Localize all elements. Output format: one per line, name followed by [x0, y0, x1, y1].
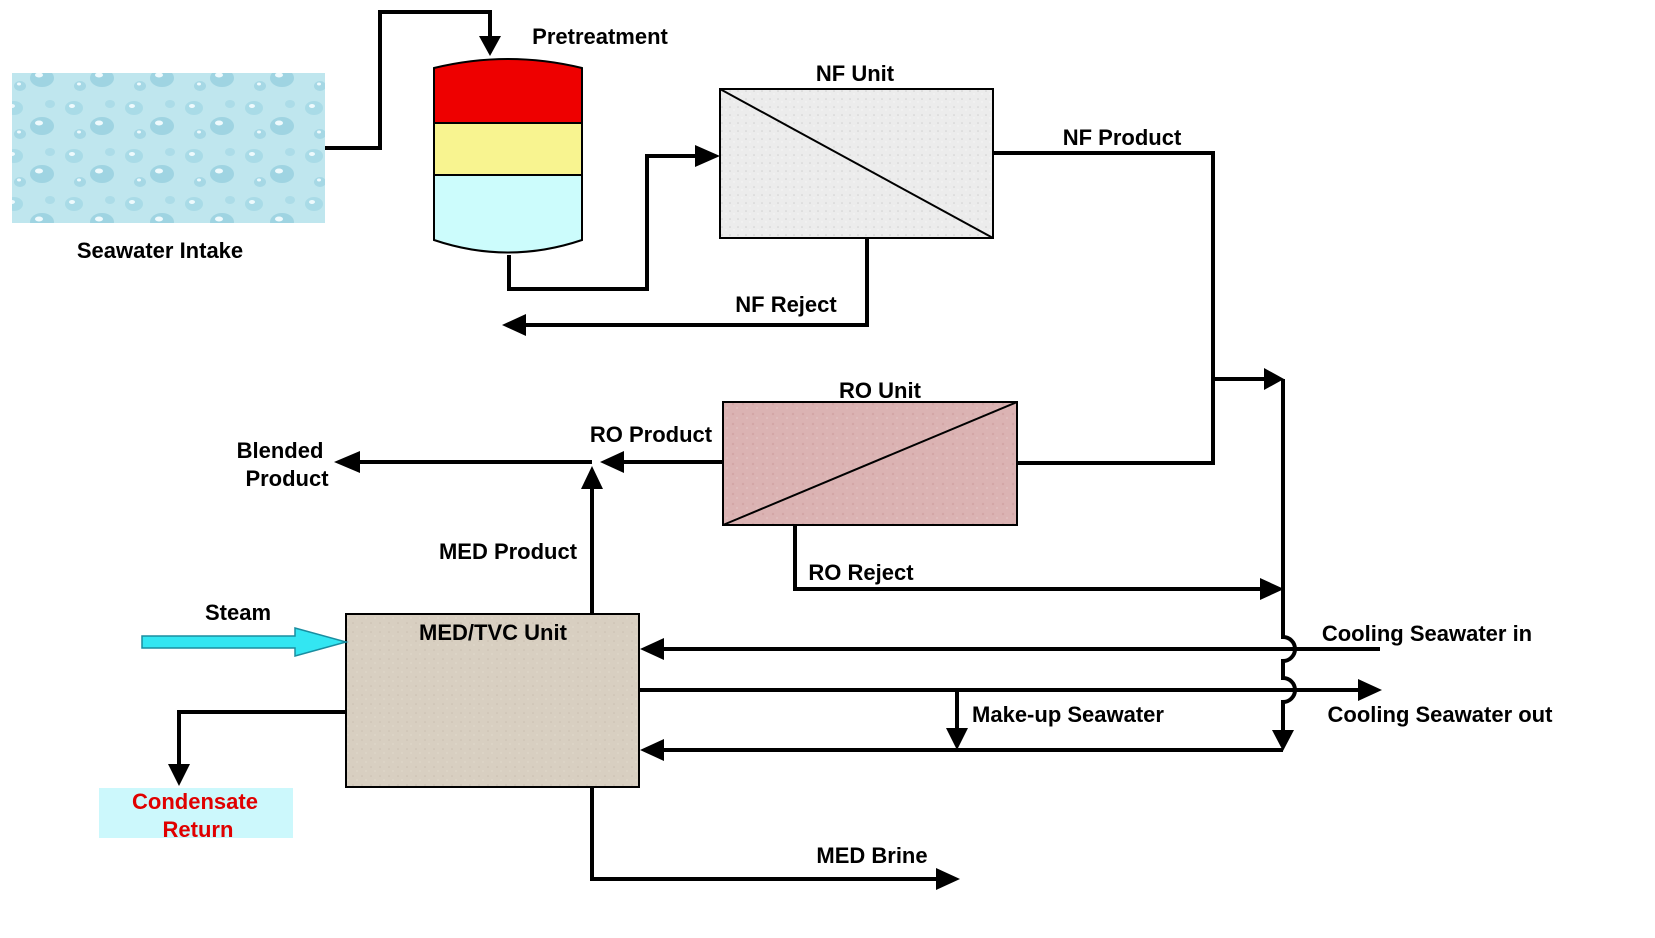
pretreatment-middle-layer [434, 123, 582, 175]
steam-arrow [142, 628, 346, 656]
cooling-seawater-out-arrow [1358, 679, 1382, 701]
pretreatment-vessel [434, 59, 582, 253]
nf-product-label: NF Product [1063, 125, 1182, 150]
pretreatment-top-layer [434, 59, 582, 123]
blended-product-arrow [334, 451, 360, 473]
med-brine-label: MED Brine [816, 843, 927, 868]
pretreatment-bottom-layer [434, 175, 582, 253]
med-tvc-unit-label: MED/TVC Unit [419, 620, 568, 645]
condensate-return-label-1: Condensate [132, 789, 258, 814]
nf-inlet-arrow [695, 145, 720, 167]
makeup-return-arrow [640, 739, 664, 761]
nf-reject-label: NF Reject [735, 292, 837, 317]
cooling-header-line [1283, 379, 1295, 732]
cooling-seawater-in-arrow [640, 638, 664, 660]
makeup-seawater-label: Make-up Seawater [972, 702, 1164, 727]
med-product-label: MED Product [439, 539, 578, 564]
cooling-seawater-out-label: Cooling Seawater out [1328, 702, 1554, 727]
med-product-arrow [581, 466, 603, 489]
nf-product-line [993, 153, 1213, 463]
cooling-header-arrow [1272, 730, 1294, 751]
nf-reject-arrow [502, 314, 526, 336]
blended-product-label-1: Blended [237, 438, 324, 463]
pretreatment-label: Pretreatment [532, 24, 668, 49]
steam-label: Steam [205, 600, 271, 625]
med-brine-arrow [936, 868, 960, 890]
seawater-intake-label: Seawater Intake [77, 238, 243, 263]
cooling-seawater-in-label: Cooling Seawater in [1322, 621, 1532, 646]
nf-unit-label: NF Unit [816, 61, 895, 86]
condensate-return-label-2: Return [163, 817, 234, 842]
ro-reject-arrow [1260, 578, 1284, 600]
condensate-return-line [179, 712, 346, 766]
condensate-return-arrow [168, 764, 190, 786]
ro-reject-label: RO Reject [808, 560, 914, 585]
ro-product-label: RO Product [590, 422, 713, 447]
pretreatment-inlet-arrow [479, 36, 501, 56]
blended-product-label-2: Product [245, 466, 329, 491]
ro-unit-label: RO Unit [839, 378, 922, 403]
seawater-intake-image [12, 73, 325, 223]
makeup-seawater-arrow [946, 728, 968, 750]
ro-product-arrow [600, 451, 624, 473]
